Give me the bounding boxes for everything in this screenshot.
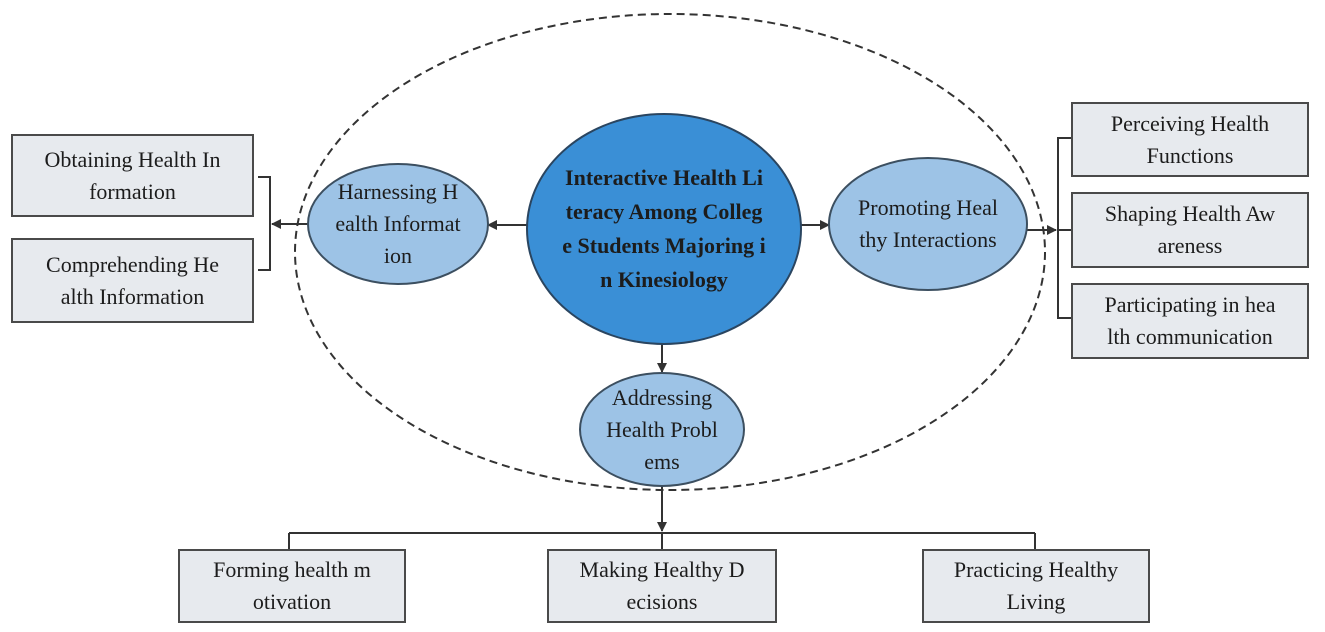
box-line: otivation	[252, 589, 332, 614]
shaping-health-awareness-box: Shaping Health Aw areness	[1071, 192, 1309, 268]
harnessing-node: Harnessing H ealth Informat ion	[307, 163, 489, 285]
addressing-node-line: Health Probl	[606, 416, 718, 442]
box-line: Participating in hea	[1104, 292, 1276, 317]
center-node-line: Interactive Health Li	[565, 165, 763, 190]
forming-health-motivation-box: Forming health m otivation	[178, 549, 406, 623]
perceiving-health-functions-box: Perceiving Health Functions	[1071, 102, 1309, 177]
practicing-healthy-living-box: Practicing Healthy Living	[922, 549, 1150, 623]
box-line: lth communication	[1107, 324, 1273, 349]
participating-health-communication-box: Participating in hea lth communication	[1071, 283, 1309, 359]
dashed-boundary-ellipse	[294, 13, 1046, 491]
box-line: formation	[89, 178, 176, 204]
promoting-node-line: Promoting Heal	[858, 195, 998, 220]
center-node-line: e Students Majoring i	[562, 233, 766, 258]
harnessing-node-line: ealth Informat	[335, 211, 461, 236]
box-line: ecisions	[626, 589, 698, 614]
box-line: Obtaining Health In	[44, 146, 221, 172]
box-line: Functions	[1146, 142, 1234, 168]
comprehending-health-information-box: Comprehending He alth Information	[11, 238, 254, 323]
box-line: areness	[1157, 233, 1223, 258]
harnessing-node-line: ion	[383, 243, 413, 268]
harnessing-node-line: Harnessing H	[337, 179, 459, 204]
box-line: Comprehending He	[46, 251, 219, 277]
box-line: Living	[1006, 589, 1066, 614]
box-line: Forming health m	[213, 557, 371, 582]
promoting-node: Promoting Heal thy Interactions	[828, 157, 1028, 291]
addressing-node-line: ems	[644, 448, 680, 474]
box-line: alth Information	[60, 283, 205, 309]
box-line: Shaping Health Aw	[1104, 201, 1276, 226]
addressing-node: Addressing Health Probl ems	[579, 372, 745, 487]
right-bracket	[1057, 137, 1071, 319]
left-bracket	[258, 176, 271, 271]
obtaining-health-information-box: Obtaining Health In formation	[11, 134, 254, 217]
center-node-line: n Kinesiology	[600, 267, 728, 292]
addressing-node-line: Addressing	[611, 384, 713, 410]
making-healthy-decisions-box: Making Healthy D ecisions	[547, 549, 777, 623]
center-node-line: teracy Among Colleg	[565, 199, 763, 224]
box-line: Making Healthy D	[579, 557, 745, 582]
center-node: Interactive Health Li teracy Among Colle…	[526, 113, 802, 345]
box-line: Perceiving Health	[1110, 110, 1270, 136]
promoting-node-line: thy Interactions	[859, 227, 997, 252]
box-line: Practicing Healthy	[953, 557, 1119, 582]
